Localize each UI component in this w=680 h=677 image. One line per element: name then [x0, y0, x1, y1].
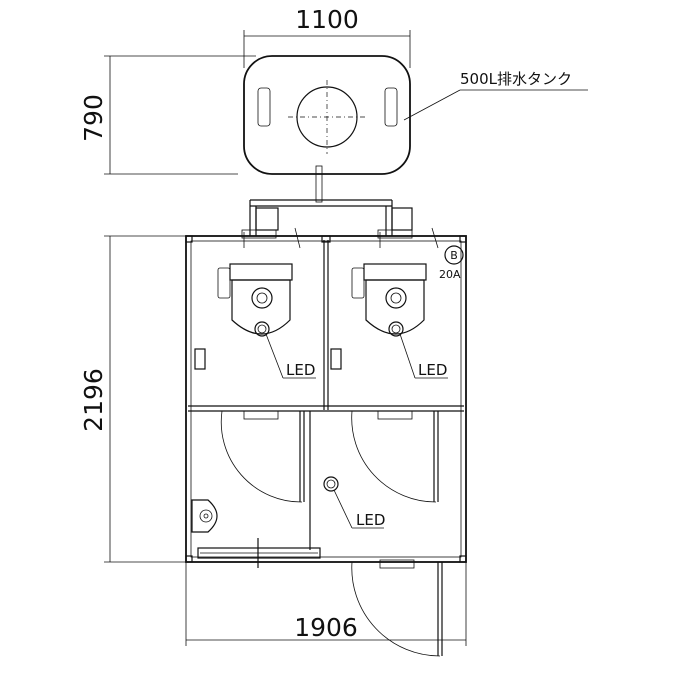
toilet-left: [194, 263, 293, 370]
tank-depth-label: 790: [79, 94, 108, 142]
toilet-right: [330, 263, 427, 370]
tank-depth-dimension: 790: [79, 55, 256, 175]
marker-size: 20A: [439, 268, 461, 281]
sliding-door: [197, 538, 321, 568]
tank-label-leader: 500L排水タンク: [403, 70, 588, 121]
led-label-center: LED: [356, 511, 385, 529]
tank-width-label: 1100: [295, 5, 359, 34]
door-left: [220, 410, 305, 503]
drain-tank: [243, 55, 411, 175]
led-fixture-center: LED: [323, 476, 385, 529]
led-leader-right: LED: [399, 333, 448, 379]
unit-depth-label: 2196: [79, 368, 108, 432]
drain-marker: B 20A: [439, 245, 464, 281]
tank-width-dimension: 1100: [243, 5, 411, 68]
tank-label: 500L排水タンク: [460, 70, 572, 88]
unit-width-dimension: 1906: [185, 560, 467, 646]
led-label-left: LED: [286, 361, 315, 379]
led-leader-left: LED: [265, 333, 316, 379]
unit-width-label: 1906: [294, 613, 358, 642]
entrance-door: [351, 559, 443, 657]
building-walls: [185, 235, 467, 563]
door-right: [351, 410, 439, 503]
drain-piping: [241, 165, 439, 249]
marker-letter: B: [450, 249, 458, 262]
washbasin: [191, 499, 218, 533]
led-label-right: LED: [418, 361, 447, 379]
unit-depth-dimension: 2196: [79, 235, 188, 563]
